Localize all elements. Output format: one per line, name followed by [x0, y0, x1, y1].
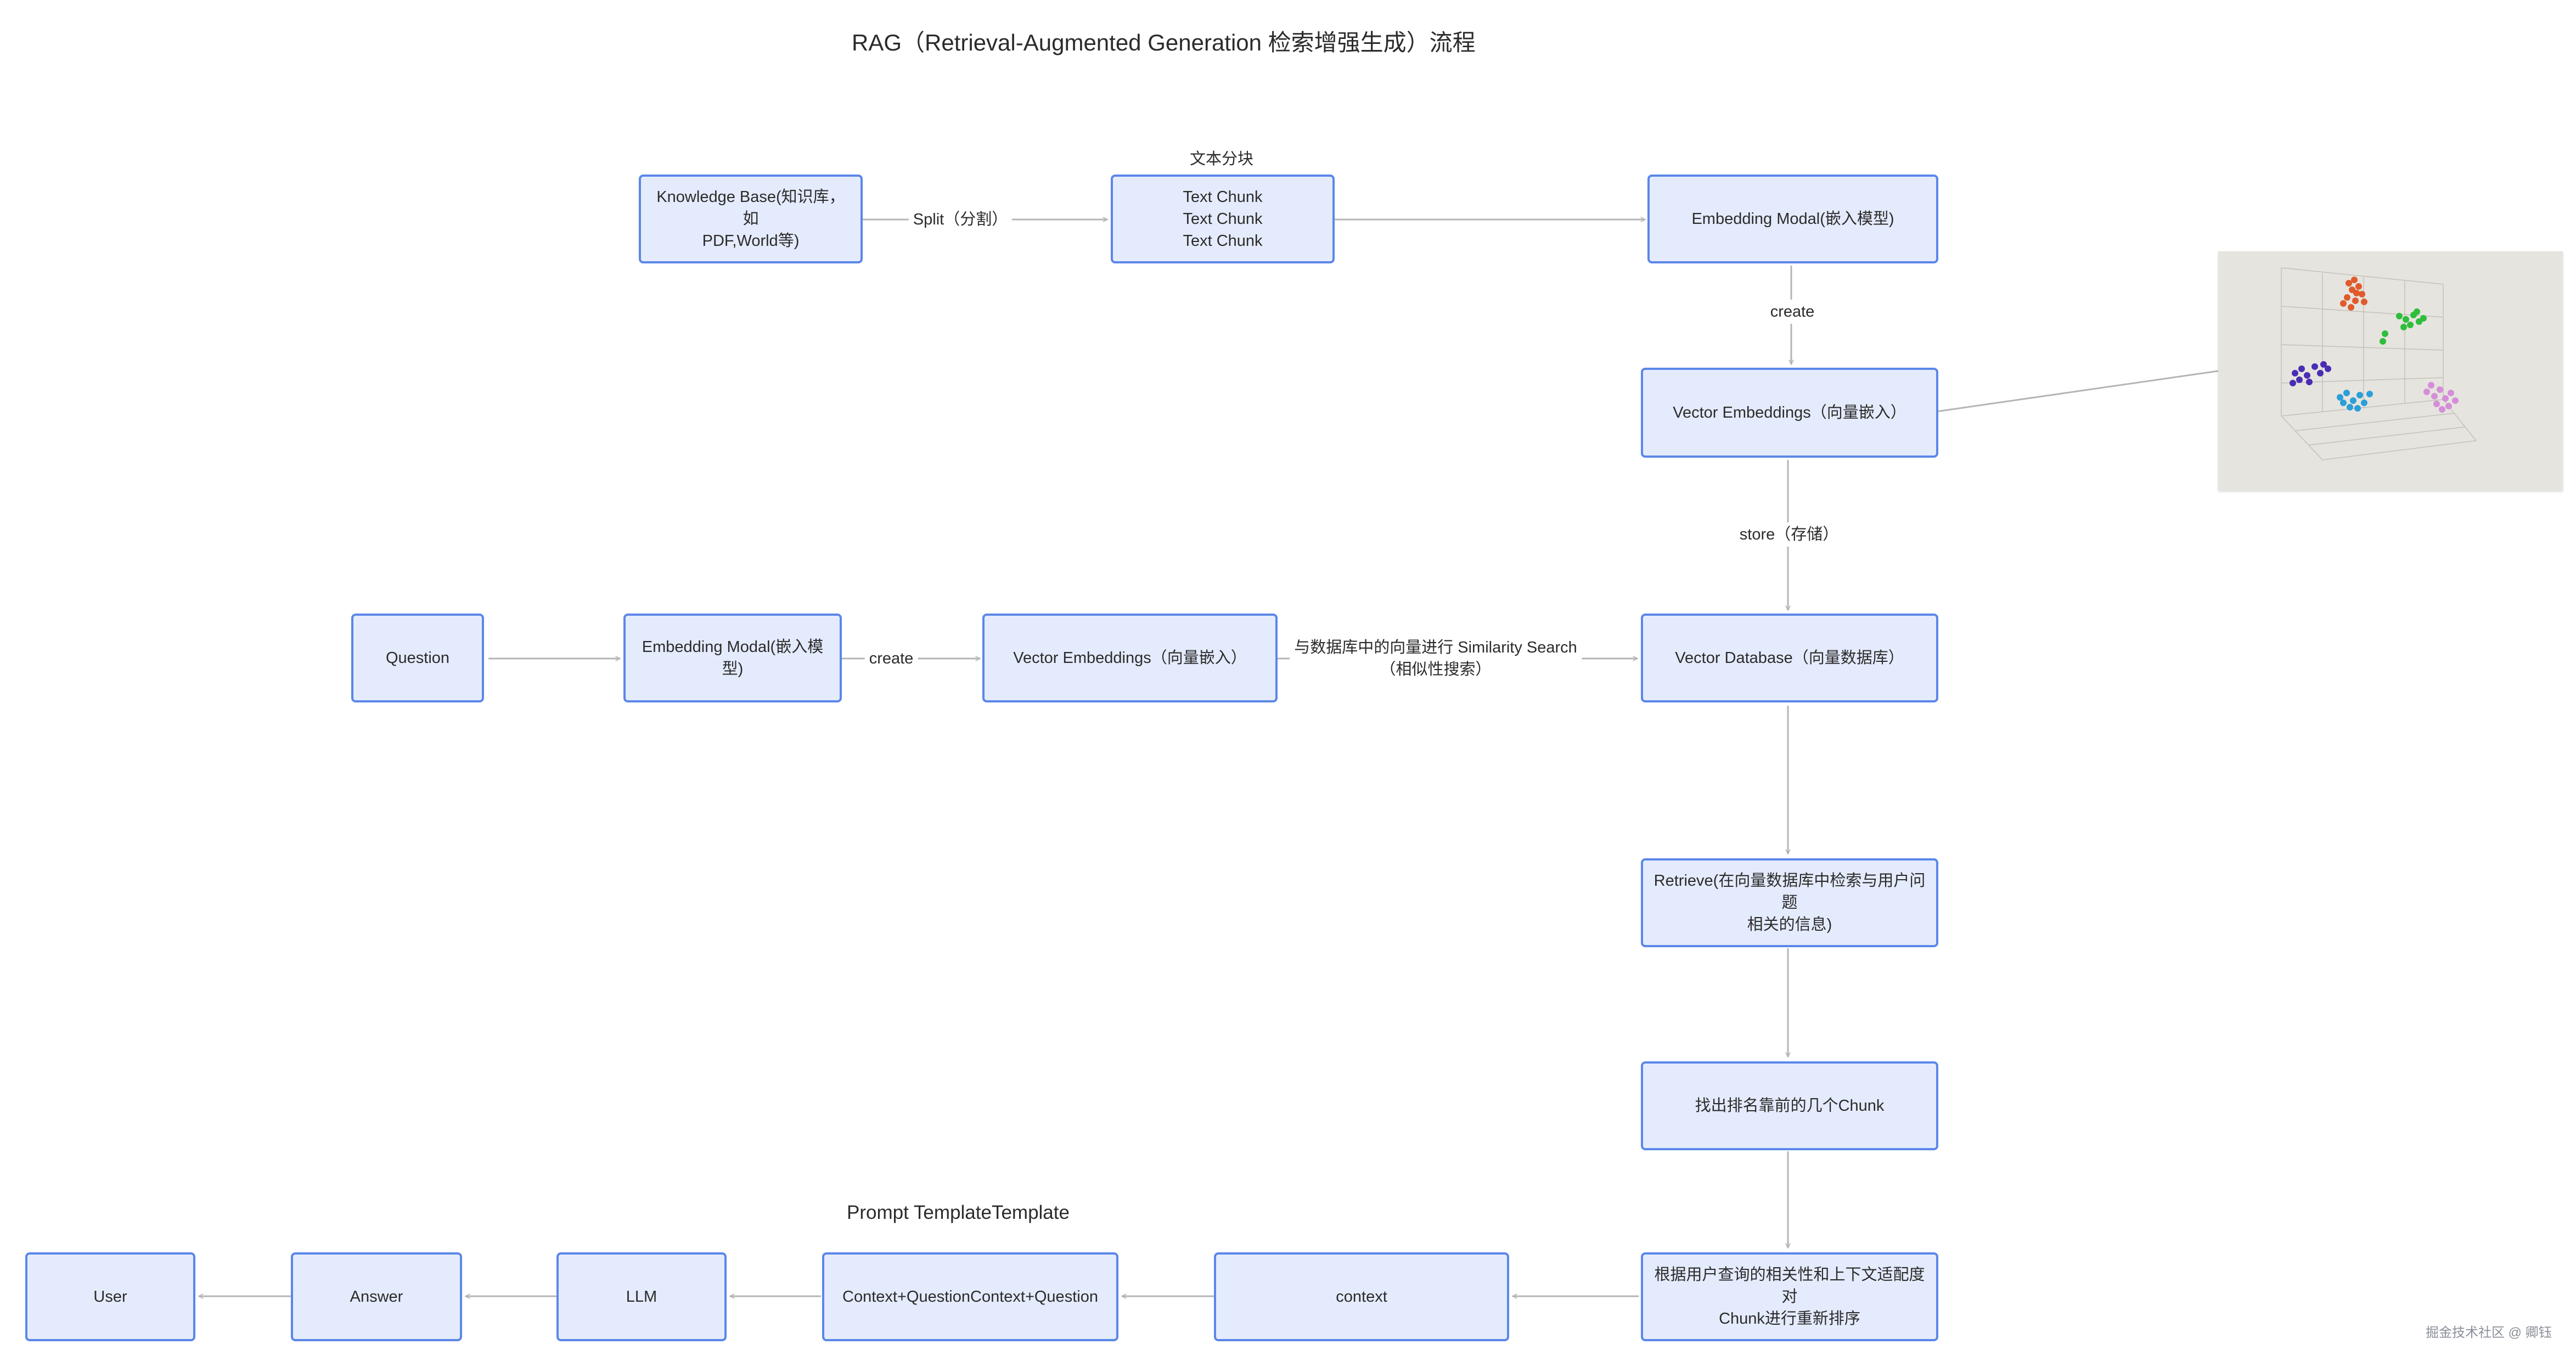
- scatter-plot-graphic: [2281, 267, 2477, 460]
- vector-database-node[interactable]: Vector Database（向量数据库）: [1641, 614, 1938, 702]
- text-chunks-node[interactable]: Text Chunk Text Chunk Text Chunk: [1111, 175, 1335, 263]
- vector-scatter-image: [2218, 251, 2563, 491]
- user-node[interactable]: User: [25, 1252, 195, 1341]
- diagram-title: RAG（Retrieval-Augmented Generation 检索增强生…: [852, 30, 1476, 55]
- retrieve-node[interactable]: Retrieve(在向量数据库中检索与用户问题 相关的信息): [1641, 858, 1938, 947]
- prompt-template-note: Prompt TemplateTemplate: [847, 1202, 1070, 1223]
- embedding-model-mid-node[interactable]: Embedding Modal(嵌入模型): [623, 614, 842, 702]
- context-question-node[interactable]: Context+QuestionContext+Question: [822, 1252, 1118, 1341]
- vector-embeddings-top-node[interactable]: Vector Embeddings（向量嵌入）: [1641, 368, 1938, 458]
- context-node[interactable]: context: [1214, 1252, 1509, 1341]
- edge-label-similarity: 与数据库中的向量进行 Similarity Search （相似性搜索）: [1290, 635, 1582, 682]
- edge-label-create-mid: create: [864, 646, 918, 671]
- knowledge-base-node[interactable]: Knowledge Base(知识库，如 PDF,World等): [639, 175, 863, 263]
- edge-vectors-to-scatter: [1936, 370, 2219, 413]
- top-chunks-node[interactable]: 找出排名靠前的几个Chunk: [1641, 1061, 1938, 1150]
- edge-label-create-top: create: [1765, 300, 1819, 324]
- edge-label-split: Split（分割）: [908, 207, 1013, 232]
- embedding-model-top-node[interactable]: Embedding Modal(嵌入模型): [1647, 175, 1938, 263]
- vector-embeddings-mid-node[interactable]: Vector Embeddings（向量嵌入）: [982, 614, 1278, 702]
- text-chunking-note: 文本分块: [1189, 150, 1254, 168]
- watermark: 掘金技术社区 @ 卿钰: [2426, 1325, 2552, 1340]
- llm-node[interactable]: LLM: [556, 1252, 727, 1341]
- answer-node[interactable]: Answer: [291, 1252, 462, 1341]
- rerank-node[interactable]: 根据用户查询的相关性和上下文适配度对 Chunk进行重新排序: [1641, 1252, 1938, 1341]
- edge-label-store: store（存储）: [1735, 522, 1843, 547]
- question-node[interactable]: Question: [351, 614, 484, 702]
